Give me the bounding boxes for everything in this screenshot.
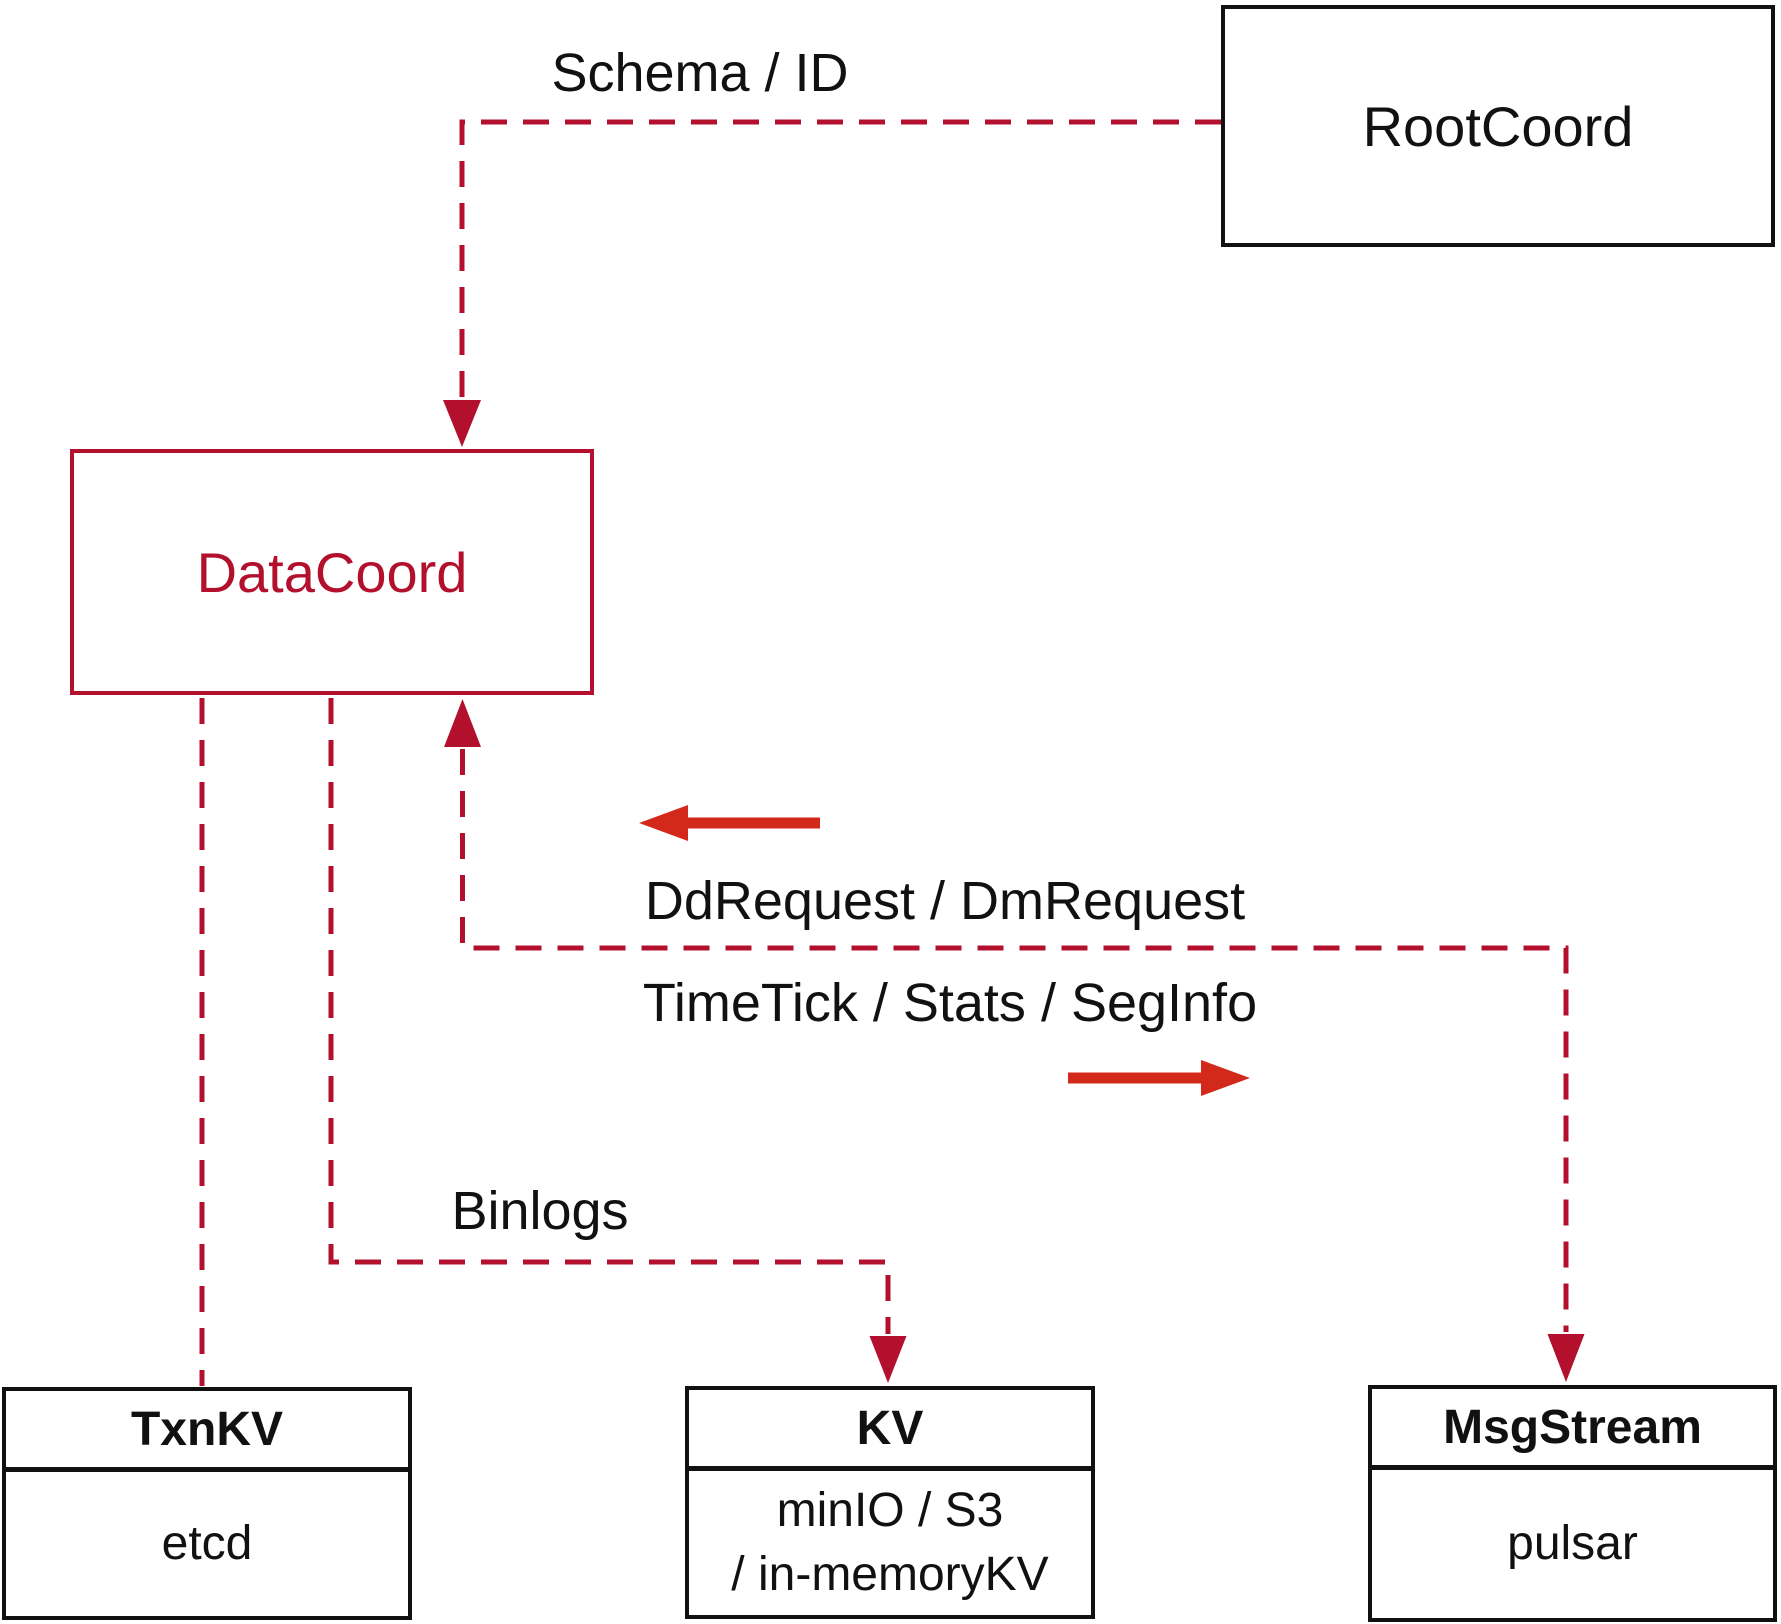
msgstream-body: pulsar [1507, 1517, 1638, 1570]
edge-binlogs [328, 698, 891, 1334]
msgstream-title: MsgStream [1372, 1389, 1773, 1470]
edge-request-stream [460, 749, 1569, 1332]
label-binlogs: Binlogs [451, 1181, 629, 1241]
label-schema-id: Schema / ID [551, 43, 849, 103]
label-ddrequest-dmrequest: DdRequest / DmRequest [644, 871, 1246, 931]
arrow-left-icon [639, 805, 820, 841]
txnkv-title: TxnKV [6, 1391, 408, 1472]
node-rootcoord: RootCoord [1221, 5, 1775, 247]
label-timetick-stats-seginfo: TimeTick / Stats / SegInfo [642, 973, 1258, 1033]
arrowhead-down-datacoord-icon [443, 400, 481, 447]
node-kv: KV minIO / S3 / in-memoryKV [685, 1386, 1095, 1619]
arrowhead-down-kv-icon [869, 1336, 907, 1383]
arrowhead-up-datacoord-icon [444, 699, 481, 747]
arrow-right-icon [1068, 1060, 1250, 1096]
kv-body-line2: / in-memoryKV [731, 1548, 1049, 1601]
node-txnkv: TxnKV etcd [2, 1387, 412, 1620]
node-datacoord-label: DataCoord [196, 540, 468, 604]
kv-title: KV [689, 1390, 1091, 1471]
edge-schema-id [459, 119, 1221, 437]
txnkv-body: etcd [161, 1517, 253, 1570]
node-datacoord: DataCoord [70, 449, 594, 695]
arrowhead-down-msgstream-icon [1547, 1334, 1585, 1382]
node-msgstream: MsgStream pulsar [1368, 1385, 1777, 1622]
kv-body-line1: minIO / S3 [776, 1484, 1004, 1537]
node-rootcoord-label: RootCoord [1362, 94, 1634, 158]
